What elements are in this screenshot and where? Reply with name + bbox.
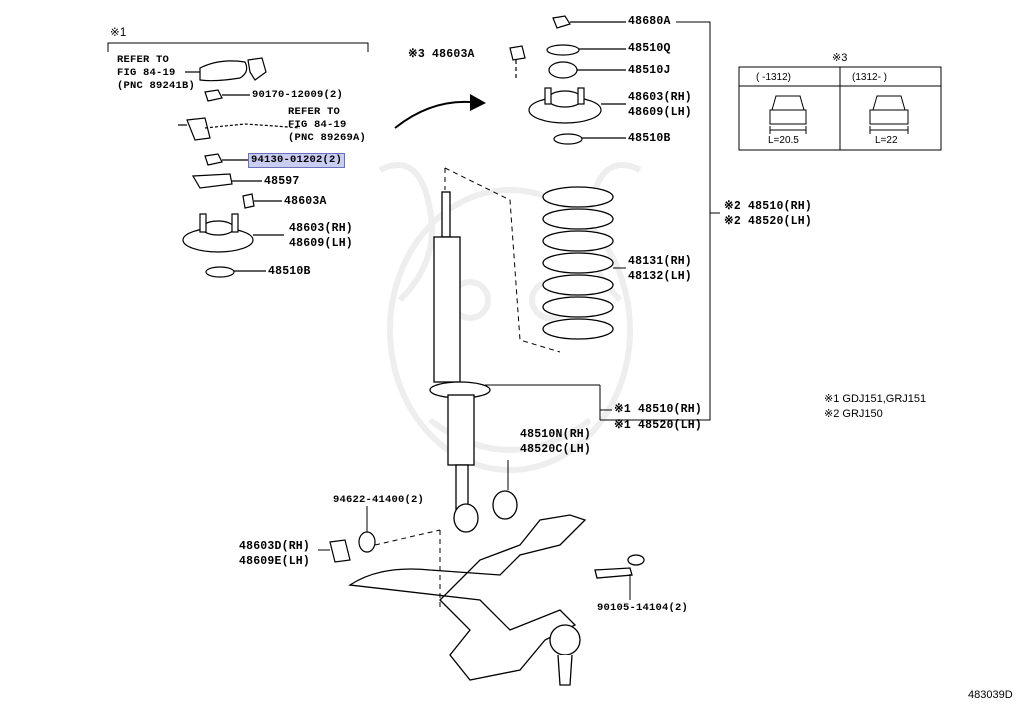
coil-spring [542,186,614,340]
table-value-cell: L=22 [875,135,898,146]
part-label[interactable]: 48597 [264,175,300,188]
legend-line: ※2 GRJ150 [824,408,883,420]
part-label[interactable]: 48510N(RH) [520,428,592,441]
part-label[interactable]: ※2 48520(LH) [724,215,812,228]
refer-line: FIG 84-19 [117,67,176,79]
part-label[interactable]: 48603D(RH) [239,540,311,553]
refer-line: (PNC 89241B) [117,80,196,92]
part-label[interactable]: 48510B [268,265,311,278]
part-label[interactable]: 48603(RH) [628,91,692,104]
part-label-highlighted[interactable]: 94130-01202(2) [248,153,346,168]
part-label[interactable]: 48510J [628,64,671,77]
part-label[interactable]: 90105-14104(2) [597,602,689,614]
part-label[interactable]: 48131(RH) [628,255,692,268]
left-parts [178,57,301,278]
watermark-logo [378,162,642,473]
part-label[interactable]: 48609(LH) [628,106,692,119]
part-label[interactable]: 90170-12009(2) [252,89,344,101]
lower-arm [348,514,645,686]
flow-arrow [394,100,471,129]
table-header-cell: ( -1312) [756,72,792,83]
table-value-cell: L=20.5 [768,135,799,146]
note-1-marker: ※1 [110,27,127,39]
top-stack [509,15,626,145]
refer-line: REFER TO [288,106,341,118]
part-label[interactable]: 48680A [628,15,671,28]
shock-absorber [429,191,518,533]
group-bracket [107,42,369,52]
part-label[interactable]: ※2 48510(RH) [724,200,812,213]
refer-line: REFER TO [117,54,170,66]
part-label[interactable]: 48603(RH) [289,222,353,235]
part-label[interactable]: ※3 48603A [408,48,475,61]
part-label[interactable]: 94622-41400(2) [333,494,425,506]
part-label[interactable]: ※1 48510(RH) [614,403,702,416]
refer-line: FIG 84-19 [288,119,347,131]
table-header-cell: (1312- ) [852,72,888,83]
part-label[interactable]: 48510Q [628,42,671,55]
refer-line: (PNC 89269A) [288,132,367,144]
part-label[interactable]: 48510B [628,132,671,145]
part-label[interactable]: 48520C(LH) [520,443,592,456]
part-label[interactable]: ※1 48520(LH) [614,419,702,432]
part-label[interactable]: 48609E(LH) [239,555,311,568]
part-label[interactable]: 48603A [284,195,327,208]
figure-id: 483039D [968,689,1013,701]
part-label[interactable]: 48609(LH) [289,237,353,250]
bolt-length-table [738,66,942,151]
legend-line: ※1 GDJ151,GRJ151 [824,393,927,405]
note-3-title: ※3 [832,52,848,64]
part-label[interactable]: 48132(LH) [628,270,692,283]
